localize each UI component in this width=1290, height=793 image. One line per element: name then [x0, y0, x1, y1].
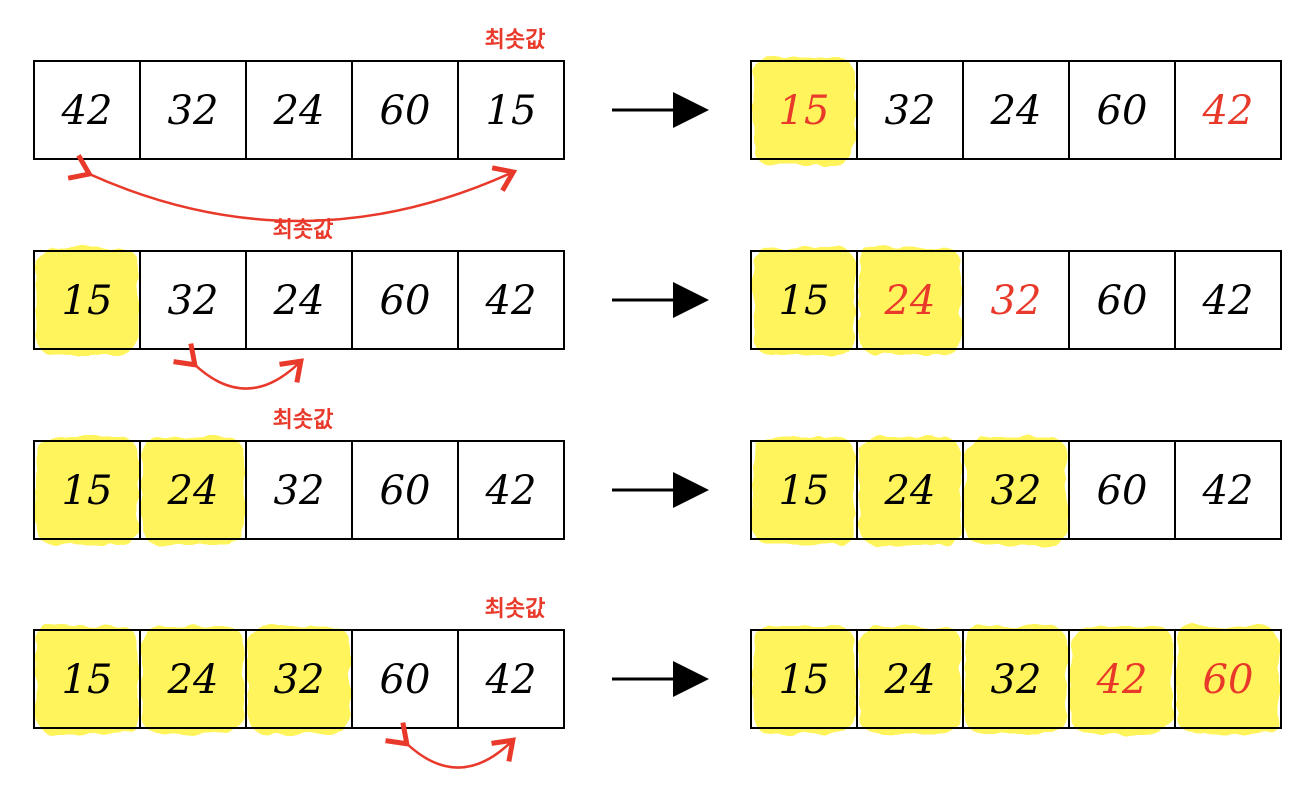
after-cell-value-2-4: 42	[1202, 468, 1254, 514]
after-cell-value-1-4: 42	[1202, 278, 1254, 324]
before-highlight-1-0	[36, 247, 138, 355]
min-value-label-2: 최솟값	[273, 408, 334, 433]
after-cell-value-2-3: 60	[1097, 468, 1148, 514]
after-cell-value-2-0: 15	[779, 468, 830, 514]
after-cell-value-0-2: 24	[990, 88, 1042, 134]
after-cell-value-3-0: 15	[779, 657, 830, 703]
before-cell-value-0-2: 24	[273, 88, 325, 134]
before-cell-value-1-1: 32	[168, 278, 219, 324]
after-highlight-2-2	[965, 437, 1067, 545]
before-cell-value-2-4: 42	[485, 468, 537, 514]
after-cell-value-3-4: 60	[1203, 657, 1254, 703]
after-highlight-0-0	[753, 57, 855, 165]
after-array-box-2	[750, 440, 1282, 540]
before-cell-value-1-2: 24	[273, 278, 325, 324]
before-highlight-3-1	[142, 626, 244, 734]
before-cell-value-2-1: 24	[167, 468, 219, 514]
after-highlight-3-2	[965, 626, 1067, 734]
after-highlight-3-0	[753, 626, 855, 734]
before-cell-value-1-0: 15	[62, 278, 113, 324]
after-cell-value-0-1: 32	[885, 88, 936, 134]
before-highlight-3-0	[36, 626, 138, 734]
after-highlight-1-1	[859, 247, 961, 355]
before-highlight-3-2	[248, 626, 350, 734]
min-value-label-3: 최솟값	[485, 597, 546, 622]
after-highlight-3-4	[1177, 626, 1279, 734]
before-cell-value-3-4: 42	[485, 657, 537, 703]
before-cell-value-2-3: 60	[380, 468, 431, 514]
after-array-box-1	[750, 250, 1282, 350]
after-cell-value-0-0: 15	[779, 88, 830, 134]
after-cell-value-2-1: 24	[884, 468, 936, 514]
after-array-box-3	[750, 629, 1282, 729]
after-highlight-2-0	[753, 437, 855, 545]
after-cell-value-0-3: 60	[1097, 88, 1148, 134]
before-cell-value-2-2: 32	[274, 468, 325, 514]
array-grid-layer	[33, 60, 1282, 729]
before-cell-value-3-2: 32	[274, 657, 325, 703]
after-highlight-2-1	[859, 437, 961, 545]
before-highlight-2-0	[36, 437, 138, 545]
min-value-label-0: 최솟값	[485, 28, 546, 53]
highlight-layer	[36, 57, 1279, 734]
after-cell-value-1-1: 24	[884, 278, 936, 324]
before-highlight-2-1	[142, 437, 244, 545]
before-cell-value-0-1: 32	[168, 88, 219, 134]
after-cell-value-1-2: 32	[991, 278, 1042, 324]
before-cell-value-0-4: 15	[486, 88, 537, 134]
after-cell-value-3-1: 24	[884, 657, 936, 703]
before-array-box-3	[33, 629, 565, 729]
after-cell-value-1-0: 15	[779, 278, 830, 324]
after-highlight-3-3	[1071, 626, 1173, 734]
before-array-box-2	[33, 440, 565, 540]
swap-arrow-1	[173, 343, 304, 390]
before-cell-value-1-4: 42	[485, 278, 537, 324]
after-highlight-3-1	[859, 626, 961, 734]
after-cell-value-2-2: 32	[991, 468, 1042, 514]
before-cell-value-1-3: 60	[380, 278, 431, 324]
after-cell-value-3-2: 32	[991, 657, 1042, 703]
before-cell-value-3-0: 15	[62, 657, 113, 703]
after-cell-value-0-4: 42	[1202, 88, 1254, 134]
swap-arrow-3	[385, 722, 516, 769]
before-cell-value-3-1: 24	[167, 657, 219, 703]
swap-arrow-0	[67, 154, 518, 223]
after-highlight-1-0	[753, 247, 855, 355]
min-value-label-1: 최솟값	[273, 218, 334, 243]
annotation-layer	[67, 92, 709, 769]
before-cell-value-2-0: 15	[62, 468, 113, 514]
after-cell-value-3-3: 42	[1096, 657, 1148, 703]
before-cell-value-3-3: 60	[380, 657, 431, 703]
text-layer: 42 32 24 60 15 15 32 24 60 42 최솟값 15 32 24 60 42 15 24 32 6…	[61, 28, 1254, 703]
after-array-box-0	[750, 60, 1282, 160]
before-cell-value-0-0: 42	[61, 88, 113, 134]
after-cell-value-1-3: 60	[1097, 278, 1148, 324]
before-cell-value-0-3: 60	[380, 88, 431, 134]
